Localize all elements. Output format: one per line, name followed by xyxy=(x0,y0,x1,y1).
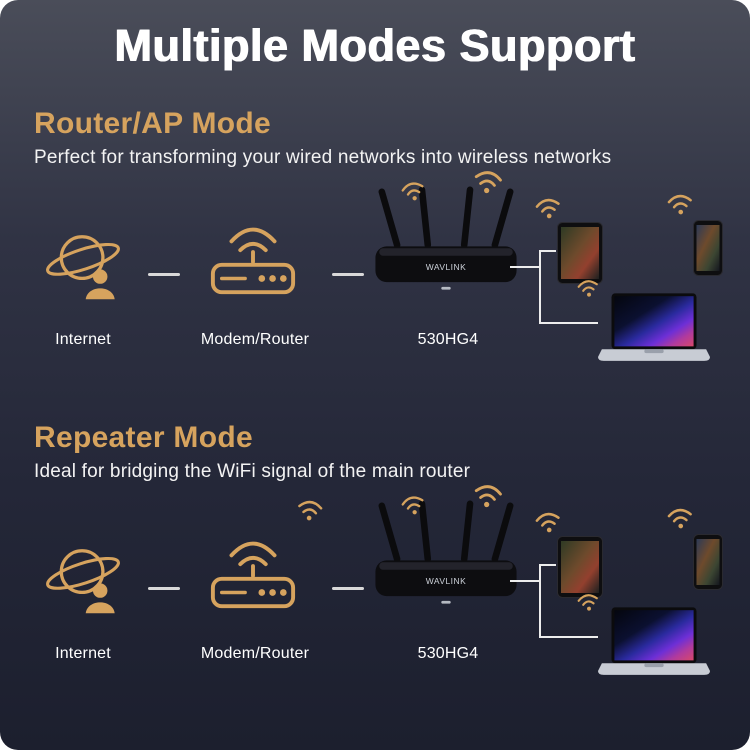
modem-router-icon xyxy=(206,525,300,615)
router-model-label: 530HG4 xyxy=(417,331,479,349)
connector-dash xyxy=(148,273,180,277)
wifi-signal-icon xyxy=(470,479,506,511)
internet-label: Internet xyxy=(55,645,111,663)
section-description-repeater: Ideal for bridging the WiFi signal of th… xyxy=(34,461,471,483)
globe-user-icon xyxy=(42,225,124,301)
wifi-signal-icon xyxy=(532,507,563,536)
page-title: Multiple Modes Support xyxy=(114,20,636,71)
router-brand-logo: WAVLINK xyxy=(426,576,466,586)
wifi-signal-icon xyxy=(532,193,563,222)
wifi-signal-icon xyxy=(665,504,695,531)
internet-label: Internet xyxy=(55,331,111,349)
globe-user-icon xyxy=(42,539,124,615)
section-heading-repeater: Repeater Mode xyxy=(34,421,253,455)
laptop-icon xyxy=(598,607,710,679)
connection-line xyxy=(510,564,598,639)
wifi-signal-icon xyxy=(665,190,695,217)
modem-router-icon xyxy=(206,211,300,301)
modem-router-label: Modem/Router xyxy=(200,645,310,663)
wifi-signal-icon xyxy=(470,165,506,197)
network-diagram-repeater: Internet Modem/Router WAVLINK 530HG4 xyxy=(0,489,750,697)
section-description-router-ap: Perfect for transforming your wired netw… xyxy=(34,147,612,169)
modem-router-label: Modem/Router xyxy=(200,331,310,349)
router-model-label: 530HG4 xyxy=(417,645,479,663)
connector-dash xyxy=(148,587,180,591)
connector-dash xyxy=(332,273,364,277)
router-brand-logo: WAVLINK xyxy=(426,262,466,272)
router-530hg4-icon: WAVLINK xyxy=(366,173,526,300)
network-diagram-router-ap: Internet Modem/Router WAVLINK 530HG4 xyxy=(0,175,750,383)
smartphone-icon xyxy=(692,533,724,591)
connection-line xyxy=(510,250,598,325)
smartphone-icon xyxy=(692,219,724,277)
router-530hg4-icon: WAVLINK xyxy=(366,487,526,614)
section-repeater-header: Repeater Mode Ideal for bridging the WiF… xyxy=(0,421,750,483)
connector-dash xyxy=(332,587,364,591)
laptop-icon xyxy=(598,293,710,365)
section-heading-router-ap: Router/AP Mode xyxy=(34,107,271,141)
section-router-ap-header: Router/AP Mode Perfect for transforming … xyxy=(0,107,750,169)
wifi-signal-icon xyxy=(295,496,325,524)
